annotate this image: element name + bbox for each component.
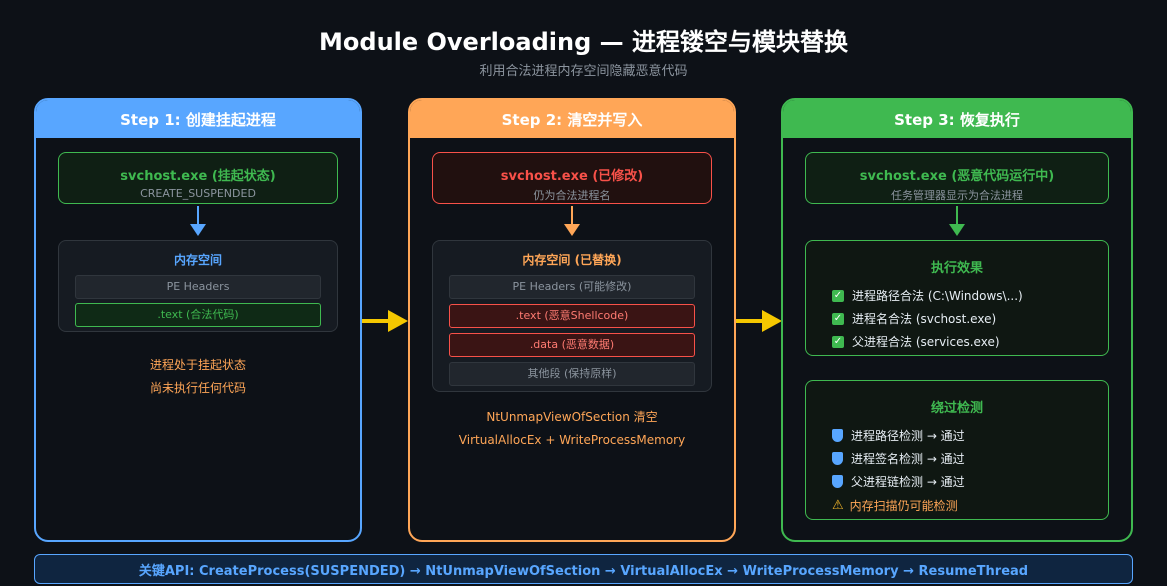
shield-icon bbox=[832, 452, 843, 465]
effect-box: 执行效果 ✓ 进程路径合法 (C:\Windows\...) ✓ 进程名合法 (sv… bbox=[805, 240, 1109, 356]
bypass-box: 绕过检测 进程路径检测 → 通过 进程签名检测 → 通过 父进程链检测 → 通过… bbox=[805, 380, 1109, 520]
step1-panel: Step 1: 创建挂起进程 svchost.exe (挂起状态) CREATE… bbox=[34, 98, 362, 542]
shield-icon bbox=[832, 475, 843, 488]
step2-note-2: VirtualAllocEx + WriteProcessMemory bbox=[458, 433, 686, 447]
step3-header: Step 3: 恢复执行 bbox=[783, 100, 1131, 138]
bypass-item-label: 进程路径检测 → 通过 bbox=[851, 429, 965, 443]
step1-down-arrow bbox=[190, 206, 206, 236]
step2-process-box: svchost.exe (已修改) 仍为合法进程名 bbox=[432, 152, 712, 204]
effect-item-label: 进程路径合法 (C:\Windows\...) bbox=[852, 289, 1023, 303]
check-icon: ✓ bbox=[832, 289, 844, 302]
bypass-item: 进程签名检测 → 通过 bbox=[832, 450, 965, 467]
step2-memory-box: 内存空间 (已替换) PE Headers (可能修改) .text (恶意Sh… bbox=[432, 240, 712, 392]
step2-memory-title: 内存空间 (已替换) bbox=[522, 253, 622, 267]
bypass-item: 父进程链检测 → 通过 bbox=[832, 473, 965, 490]
step2-process-name: svchost.exe (已修改) bbox=[500, 169, 644, 184]
step1-process-sub: CREATE_SUSPENDED bbox=[140, 187, 256, 200]
effect-item: ✓ 父进程合法 (services.exe) bbox=[832, 333, 1000, 350]
bypass-item: 进程路径检测 → 通过 bbox=[832, 427, 965, 444]
step2-process-sub: 仍为合法进程名 bbox=[533, 189, 611, 202]
effect-title: 执行效果 bbox=[930, 261, 983, 276]
step2-to-step3-arrow bbox=[736, 310, 782, 332]
key-api-bar: 关键API: CreateProcess(SUSPENDED) → NtUnma… bbox=[34, 554, 1133, 584]
step1-note-1: 进程处于挂起状态 bbox=[149, 358, 246, 372]
step3-down-arrow bbox=[949, 206, 965, 236]
bypass-title: 绕过检测 bbox=[930, 401, 983, 416]
step3-process-box: svchost.exe (恶意代码运行中) 任务管理器显示为合法进程 bbox=[805, 152, 1109, 204]
bypass-warning: ⚠ 内存扫描仍可能检测 bbox=[832, 497, 958, 514]
step2-seg-data: .data (恶意数据) bbox=[449, 333, 695, 357]
step2-seg-headers: PE Headers (可能修改) bbox=[449, 275, 695, 299]
page-subtitle: 利用合法进程内存空间隐藏恶意代码 bbox=[479, 64, 688, 79]
page-title: Module Overloading — 进程镂空与模块替换 bbox=[319, 28, 848, 56]
step1-seg-text: .text (合法代码) bbox=[75, 303, 321, 327]
check-icon: ✓ bbox=[832, 335, 844, 348]
check-icon: ✓ bbox=[832, 312, 844, 325]
step3-process-sub: 任务管理器显示为合法进程 bbox=[891, 189, 1023, 202]
bypass-warning-label: 内存扫描仍可能检测 bbox=[849, 499, 958, 513]
step1-memory-box: 内存空间 PE Headers .text (合法代码) bbox=[58, 240, 338, 332]
step1-note-2: 尚未执行任何代码 bbox=[149, 381, 246, 395]
step1-to-step2-arrow bbox=[362, 310, 408, 332]
step3-panel: Step 3: 恢复执行 svchost.exe (恶意代码运行中) 任务管理器… bbox=[781, 98, 1133, 542]
effect-item: ✓ 进程名合法 (svchost.exe) bbox=[832, 310, 996, 327]
step2-seg-text: .text (恶意Shellcode) bbox=[449, 304, 695, 328]
effect-item: ✓ 进程路径合法 (C:\Windows\...) bbox=[832, 287, 1023, 304]
shield-icon bbox=[832, 429, 843, 442]
bypass-item-label: 父进程链检测 → 通过 bbox=[851, 475, 965, 489]
step2-down-arrow bbox=[564, 206, 580, 236]
step1-memory-title: 内存空间 bbox=[173, 253, 222, 267]
step1-header: Step 1: 创建挂起进程 bbox=[36, 100, 360, 138]
step1-seg-headers: PE Headers bbox=[75, 275, 321, 299]
step2-panel: Step 2: 清空并写入 svchost.exe (已修改) 仍为合法进程名 … bbox=[408, 98, 736, 542]
step2-header: Step 2: 清空并写入 bbox=[410, 100, 734, 138]
effect-item-label: 父进程合法 (services.exe) bbox=[852, 335, 1000, 349]
step2-note-1: NtUnmapViewOfSection 清空 bbox=[486, 410, 658, 424]
step1-process-box: svchost.exe (挂起状态) CREATE_SUSPENDED bbox=[58, 152, 338, 204]
effect-item-label: 进程名合法 (svchost.exe) bbox=[852, 312, 997, 326]
warning-icon: ⚠ bbox=[832, 498, 844, 513]
bypass-item-label: 进程签名检测 → 通过 bbox=[851, 452, 965, 466]
step1-process-name: svchost.exe (挂起状态) bbox=[120, 169, 276, 184]
step3-process-name: svchost.exe (恶意代码运行中) bbox=[859, 169, 1055, 184]
step2-seg-other: 其他段 (保持原样) bbox=[449, 362, 695, 386]
